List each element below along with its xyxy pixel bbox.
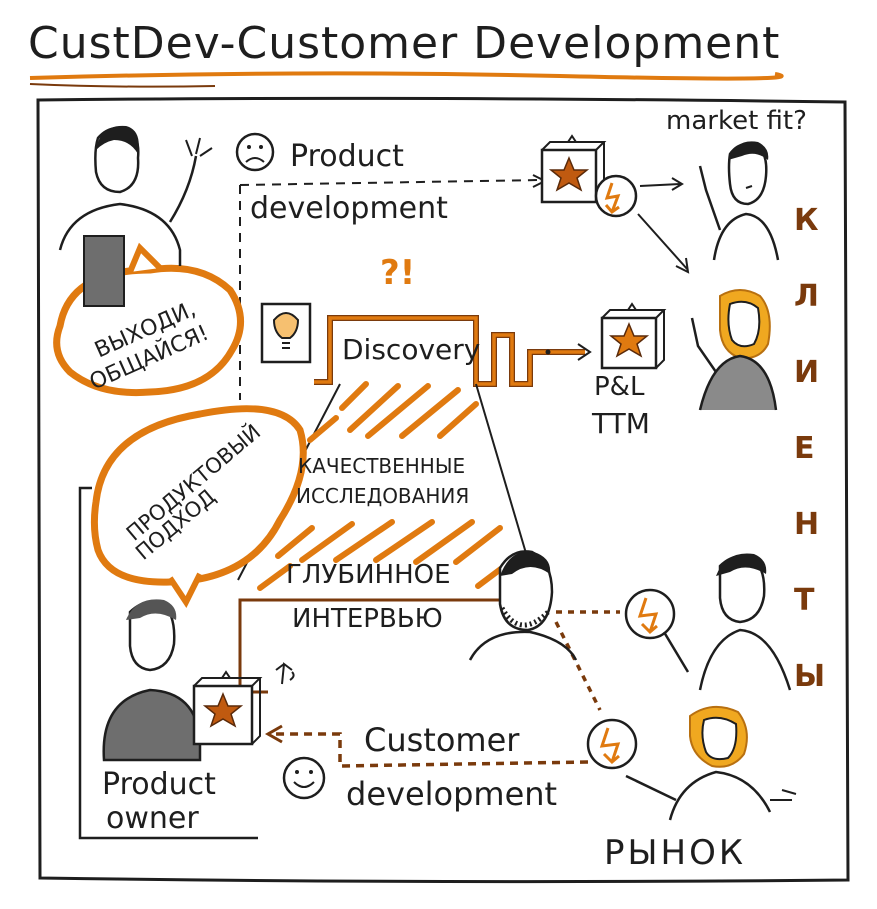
lightning-circle-market-a <box>624 588 676 640</box>
arrow-to-customer2 <box>637 213 690 274</box>
interviewer-person <box>468 550 578 661</box>
deep-interview-line2: ИНТЕРВЬЮ <box>292 604 443 634</box>
qualitative-research-line1: КАЧЕСТВЕННЫЕ <box>298 454 466 478</box>
qualitative-research-line2: ИССЛЕДОВАНИЯ <box>296 484 470 508</box>
discovery-dot <box>545 349 551 355</box>
product-box-owner <box>192 670 263 746</box>
customer-middle-right <box>690 289 778 411</box>
clients-letter: Е <box>794 431 815 466</box>
product-owner-label-line1: Product <box>102 767 216 802</box>
product-box-pl <box>600 302 667 370</box>
arrow-to-customer1 <box>639 177 684 191</box>
clients-letter: Н <box>794 507 820 542</box>
customer-development-arrowhead <box>264 724 283 744</box>
discovery-arrow-head <box>577 343 592 361</box>
ttm-label: TTM <box>592 407 650 440</box>
product-box-top <box>540 134 607 204</box>
title-underline-dark <box>29 83 216 88</box>
question-marks: ?! <box>380 253 416 293</box>
customer-development-dashed <box>272 732 589 768</box>
product-owner-person <box>102 599 202 762</box>
person-top-left <box>58 125 213 307</box>
discovery-label: Discovery <box>342 333 481 366</box>
customer-development-label-line1: Customer <box>364 721 520 759</box>
swirl-arrow <box>275 662 295 685</box>
product-development-dashed-line <box>239 179 541 186</box>
interview-to-customer-b <box>554 621 602 711</box>
product-development-label-line1: Product <box>290 139 404 174</box>
lightbulb-icon <box>260 302 312 364</box>
customer-development-label-line2: development <box>346 775 558 813</box>
pl-label: P&L <box>594 372 645 402</box>
interview-to-owner-line <box>238 598 500 694</box>
market-label: РЫНОК <box>604 833 746 873</box>
lightning-circle-top <box>594 174 638 218</box>
clients-letter: Л <box>794 279 819 314</box>
customer-top-right <box>698 141 780 261</box>
clients-letter: К <box>794 203 819 238</box>
product-owner-frame <box>78 486 258 840</box>
title-underline <box>29 71 784 81</box>
clients-letter: И <box>794 355 820 390</box>
diagram-title: CustDev-Customer Development <box>28 18 781 69</box>
discovery-path <box>314 316 585 386</box>
deep-interview-line1: ГЛУБИННОЕ <box>286 560 451 590</box>
happy-face-icon <box>282 756 326 800</box>
sad-face-icon <box>235 132 275 172</box>
product-owner-label-line2: owner <box>106 801 199 836</box>
lightning-circle-market-b <box>586 718 638 770</box>
outer-frame <box>36 96 850 884</box>
clients-letter: Ы <box>794 659 826 694</box>
clients-letter: Т <box>794 583 815 618</box>
market-fit-label: market fit? <box>666 106 807 136</box>
product-development-label-line2: development <box>250 191 448 226</box>
market-customer-a <box>662 553 792 691</box>
speech-bubble-product-approach <box>90 405 307 608</box>
market-customer-b <box>625 705 797 821</box>
